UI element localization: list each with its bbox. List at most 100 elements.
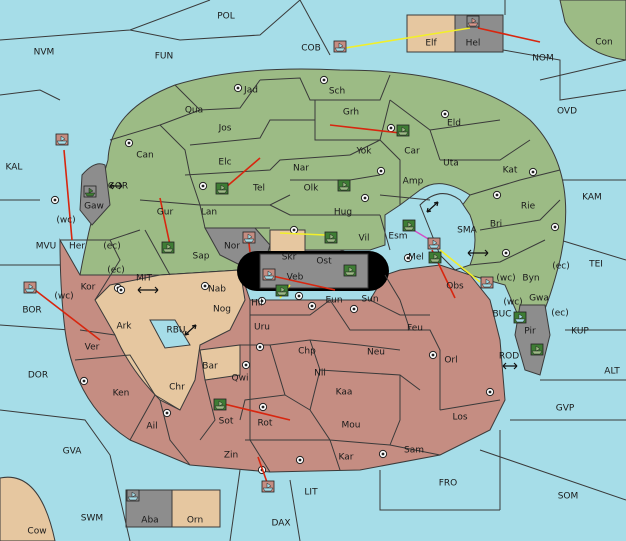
province-label: Bar — [202, 362, 218, 372]
supply-centers — [50, 75, 560, 475]
province-label: (ec) — [552, 262, 570, 272]
province-label: Gur — [157, 208, 174, 218]
unit-icon — [263, 270, 275, 280]
province-label: Neu — [367, 348, 385, 358]
province-label: Uru — [254, 323, 270, 333]
province-label: Mou — [342, 421, 361, 431]
province-label: Her — [69, 242, 85, 252]
province-label: BUC — [492, 310, 511, 320]
province-label: FRO — [439, 479, 458, 489]
province-label: COB — [301, 44, 321, 54]
province-label: Kat — [503, 166, 518, 176]
province-label: Byn — [522, 274, 539, 284]
province-label: Ken — [113, 389, 130, 399]
unit-icon — [531, 345, 543, 355]
province-label: (ec) — [103, 242, 121, 252]
unit-icon — [429, 253, 441, 263]
sea-rbu[interactable] — [149, 319, 191, 349]
supply-center-dot — [363, 196, 367, 200]
province-label: Eld — [447, 119, 461, 129]
province-label: LIT — [304, 488, 318, 498]
province-label: GOR — [108, 182, 128, 192]
province-label: OVD — [557, 107, 577, 117]
province-bar[interactable] — [199, 344, 241, 381]
order-arrow — [224, 157, 261, 189]
province-label: Rot — [258, 419, 273, 429]
unit-icon — [262, 482, 274, 492]
province-label: Elf — [425, 39, 437, 49]
province-label: MIT — [136, 274, 152, 284]
province-label: (wc) — [56, 216, 75, 226]
unit-icon — [24, 283, 36, 293]
order-arrow — [329, 124, 401, 134]
province-label: Sch — [329, 87, 345, 97]
supply-center-dot — [53, 198, 57, 202]
supply-center-dot — [381, 452, 385, 456]
province-label: ROD — [499, 352, 519, 362]
supply-center-dot — [495, 193, 499, 197]
province-label: (ec) — [107, 266, 125, 276]
supply-center-dot — [119, 288, 123, 292]
region-north — [79, 68, 567, 321]
unit-icon — [84, 187, 96, 197]
province-label: Car — [404, 147, 420, 157]
province-label: Chr — [169, 383, 185, 393]
supply-center-dot — [292, 228, 296, 232]
province-label: Mel — [408, 253, 424, 263]
province-borders — [60, 74, 561, 473]
province-label: Gwa — [529, 294, 549, 304]
province-label: ALT — [604, 367, 620, 377]
unit-icon — [325, 233, 337, 243]
province-label: RBU — [166, 326, 185, 336]
supply-center-dot — [553, 225, 557, 229]
unit-icon — [214, 400, 226, 410]
province-label: Los — [452, 413, 467, 423]
province-label: Orl — [444, 356, 457, 366]
province-label: Ost — [316, 257, 332, 267]
order-arrow — [267, 274, 336, 291]
province-label: DAX — [271, 519, 290, 529]
supply-center-dot — [531, 170, 535, 174]
province-label: Vil — [359, 234, 370, 244]
province-label: Veb — [287, 273, 304, 283]
unit-icon — [403, 221, 415, 231]
province-label: Jad — [243, 86, 258, 96]
supply-center-dot — [297, 294, 301, 298]
supply-center-dot — [504, 251, 508, 255]
province-label: Nil — [314, 369, 326, 379]
province-label: NOM — [532, 54, 554, 64]
supply-center-dot — [244, 363, 248, 367]
unit-icon — [397, 126, 409, 136]
province-label: Kar — [339, 453, 354, 463]
province-label: NVM — [34, 48, 55, 58]
province-label: Grh — [343, 108, 359, 118]
supply-center-dot — [322, 78, 326, 82]
order-arrow — [257, 456, 269, 486]
province-label: Eun — [325, 296, 342, 306]
province-label: Yok — [355, 147, 372, 157]
province-label: POL — [217, 12, 235, 22]
province-label: Sun — [361, 295, 378, 305]
supply-center-dot — [236, 86, 240, 90]
province-label: DOR — [28, 371, 48, 381]
order-support-line — [344, 27, 471, 49]
unit-icon — [344, 266, 356, 276]
province-label: Nar — [293, 164, 309, 174]
adjacency-markers — [109, 182, 518, 370]
province-label: Feu — [407, 324, 423, 334]
province-label: KAM — [582, 193, 602, 203]
province-orn[interactable] — [171, 489, 221, 528]
province-label: Sap — [193, 252, 210, 262]
province-label: Kaa — [336, 388, 353, 398]
supply-center-dot — [352, 307, 356, 311]
province-label: (wc) — [496, 274, 515, 284]
province-label: Qua — [185, 106, 203, 116]
province-label: Nor — [224, 242, 240, 252]
province-label: Con — [595, 38, 613, 48]
order-arrow — [477, 27, 541, 43]
supply-center-dot — [310, 304, 314, 308]
province-label: Hel — [466, 39, 481, 49]
unit-icon — [481, 278, 493, 288]
province-label: SMA — [457, 226, 477, 236]
